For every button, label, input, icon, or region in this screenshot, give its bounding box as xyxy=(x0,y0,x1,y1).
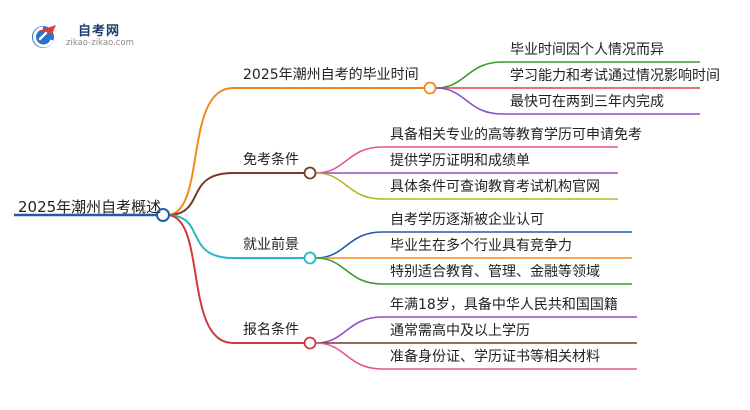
child-connector-0-0 xyxy=(435,61,503,89)
branch-connector-2 xyxy=(166,214,234,259)
branch-topic-1: 免考条件 xyxy=(243,152,299,168)
branch-node-0 xyxy=(423,81,437,95)
branch-topic-0: 2025年潮州自考的毕业时间 xyxy=(243,67,419,83)
root-node xyxy=(156,208,170,222)
branch-topic-2: 就业前景 xyxy=(243,237,299,253)
child-connector-3-0 xyxy=(315,316,383,344)
child-connector-2-2 xyxy=(315,257,383,285)
child-topic-2-1: 毕业生在多个行业具有竞争力 xyxy=(390,238,572,254)
branch-connector-3 xyxy=(166,214,234,344)
child-connector-1-0 xyxy=(315,146,383,174)
branch-node-2 xyxy=(303,251,317,265)
child-topic-1-2: 具体条件可查询教育考试机构官网 xyxy=(390,179,600,195)
child-connector-2-0 xyxy=(315,231,383,259)
child-topic-3-0: 年满18岁，具备中华人民共和国国籍 xyxy=(390,297,618,313)
child-connector-1-2 xyxy=(315,172,383,200)
branch-node-1 xyxy=(303,166,317,180)
child-topic-0-2: 最快可在两到三年内完成 xyxy=(510,94,664,110)
child-connector-3-2 xyxy=(315,342,383,370)
child-topic-2-0: 自考学历逐渐被企业认可 xyxy=(390,212,544,228)
child-topic-1-1: 提供学历证明和成绩单 xyxy=(390,153,530,169)
root-topic: 2025年潮州自考概述 xyxy=(18,198,162,216)
logo-mark-icon xyxy=(32,25,56,48)
child-connector-0-2 xyxy=(435,87,503,115)
child-topic-0-1: 学习能力和考试通过情况影响时间 xyxy=(510,68,720,84)
child-topic-2-2: 特别适合教育、管理、金融等领域 xyxy=(390,264,600,280)
logo-url: zikao-zikao.com xyxy=(66,38,134,48)
child-topic-3-1: 通常需高中及以上学历 xyxy=(390,323,530,339)
child-topic-1-0: 具备相关专业的高等教育学历可申请免考 xyxy=(390,127,642,143)
logo-title: 自考网 xyxy=(78,24,121,39)
branch-connector-1 xyxy=(166,172,234,216)
child-topic-0-0: 毕业时间因个人情况而异 xyxy=(510,42,664,58)
branch-node-3 xyxy=(303,336,317,350)
site-logo: 自考网 zikao-zikao.com xyxy=(30,20,140,52)
branch-connector-0 xyxy=(166,87,234,216)
child-topic-3-2: 准备身份证、学历证书等相关材料 xyxy=(390,349,600,365)
branch-topic-3: 报名条件 xyxy=(243,322,299,338)
